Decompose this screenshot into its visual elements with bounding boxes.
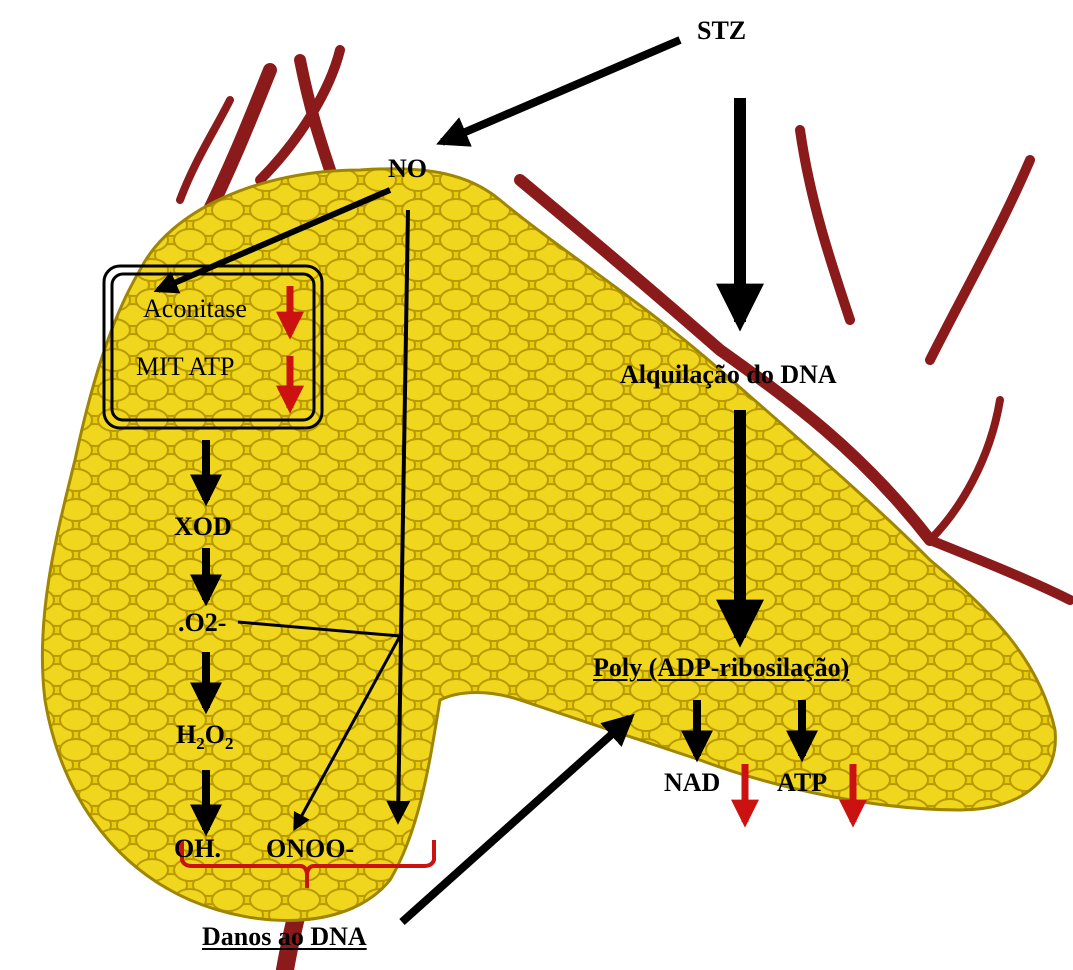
label-aconitase: Aconitase — [143, 296, 247, 322]
label-poly-adp-ribosilacao: Poly (ADP-ribosilação) — [593, 655, 849, 681]
label-mit-atp: MIT ATP — [136, 354, 235, 380]
label-danos-ao-dna: Danos ao DNA — [202, 924, 367, 950]
vessel-right-branch-2 — [930, 160, 1030, 360]
vessel-right-branch-4 — [930, 400, 1000, 540]
h2o2-o: O — [205, 720, 225, 749]
arrow-danos-to-poly — [402, 718, 630, 922]
label-stz: STZ — [697, 18, 746, 44]
label-no: NO — [388, 156, 427, 182]
label-nad: NAD — [664, 770, 720, 796]
vessel-right-branch-1 — [800, 130, 850, 320]
label-o2-radical: .O2- — [178, 610, 226, 636]
label-peroxynitrite: ONOO- — [266, 836, 354, 862]
h2o2-sub2: 2 — [225, 734, 234, 753]
label-h2o2: H2O2 — [176, 722, 233, 752]
h2o2-sub1: 2 — [196, 734, 205, 753]
label-alquilacao-do-dna: Alquilação do DNA — [620, 362, 837, 388]
label-xod: XOD — [174, 514, 232, 540]
label-oh-radical: OH. — [174, 836, 221, 862]
label-atp: ATP — [777, 770, 827, 796]
h2o2-h: H — [176, 720, 196, 749]
arrow-stz-to-no — [442, 40, 680, 142]
pancreas-body — [42, 169, 1055, 921]
